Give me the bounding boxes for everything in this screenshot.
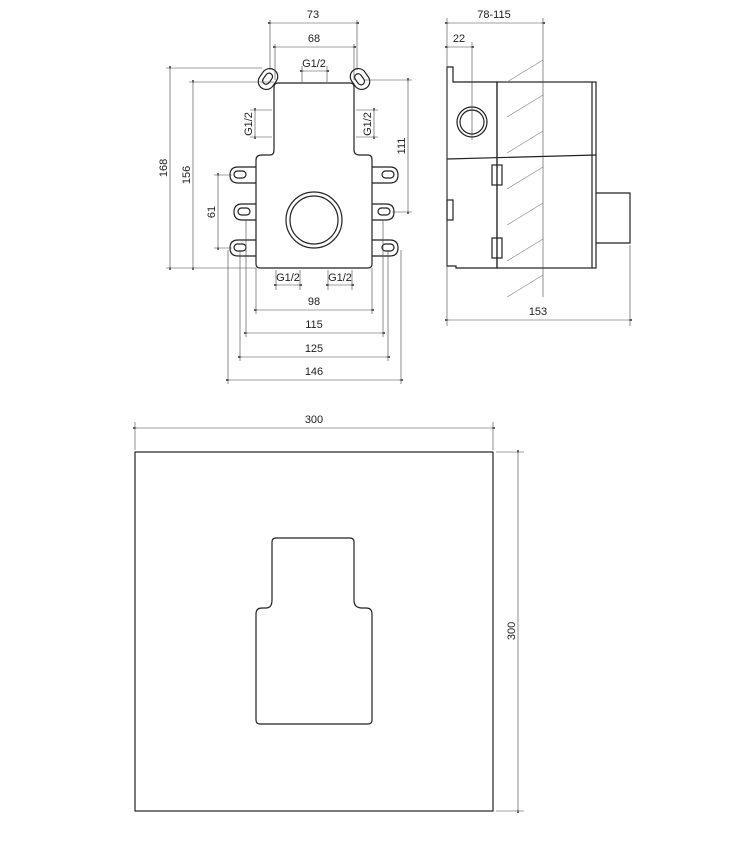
front-view: 73 68 G1/2 168 156 61 111 G1/2 G1/2 G1/2… <box>158 9 412 384</box>
dim-125: 125 <box>305 343 323 355</box>
side-view: 78-115 22 153 <box>445 9 632 326</box>
mounting-ears <box>229 67 399 257</box>
thread-bottom-left: G1/2 <box>276 272 300 284</box>
dim-73: 73 <box>307 9 319 21</box>
dim-111: 111 <box>396 138 408 155</box>
cover-plate-view: 300 300 <box>133 414 524 813</box>
dim-168: 168 <box>158 159 170 177</box>
dim-22: 22 <box>453 33 465 45</box>
knob <box>596 192 631 244</box>
dim-78-115: 78-115 <box>477 9 510 21</box>
plate-width: 300 <box>305 414 323 426</box>
dim-61: 61 <box>206 206 218 218</box>
side-box <box>496 81 597 269</box>
dim-153: 153 <box>529 306 547 318</box>
thread-left: G1/2 <box>243 112 255 136</box>
dim-68: 68 <box>308 33 320 45</box>
box-body <box>255 82 373 269</box>
wall-hatch <box>506 59 544 298</box>
plate-cutout <box>255 537 373 725</box>
dim-98: 98 <box>308 296 320 308</box>
dim-156: 156 <box>181 166 193 184</box>
plate-height: 300 <box>506 622 518 640</box>
thread-bottom-right: G1/2 <box>328 272 352 284</box>
outlet-circle <box>285 191 343 249</box>
outlet-inner <box>289 195 339 245</box>
thread-right: G1/2 <box>362 112 374 136</box>
dim-146: 146 <box>305 366 323 378</box>
dim-115: 115 <box>305 319 323 331</box>
thread-top: G1/2 <box>302 58 326 70</box>
extension-lines <box>166 20 412 384</box>
cover-plate <box>134 451 494 812</box>
